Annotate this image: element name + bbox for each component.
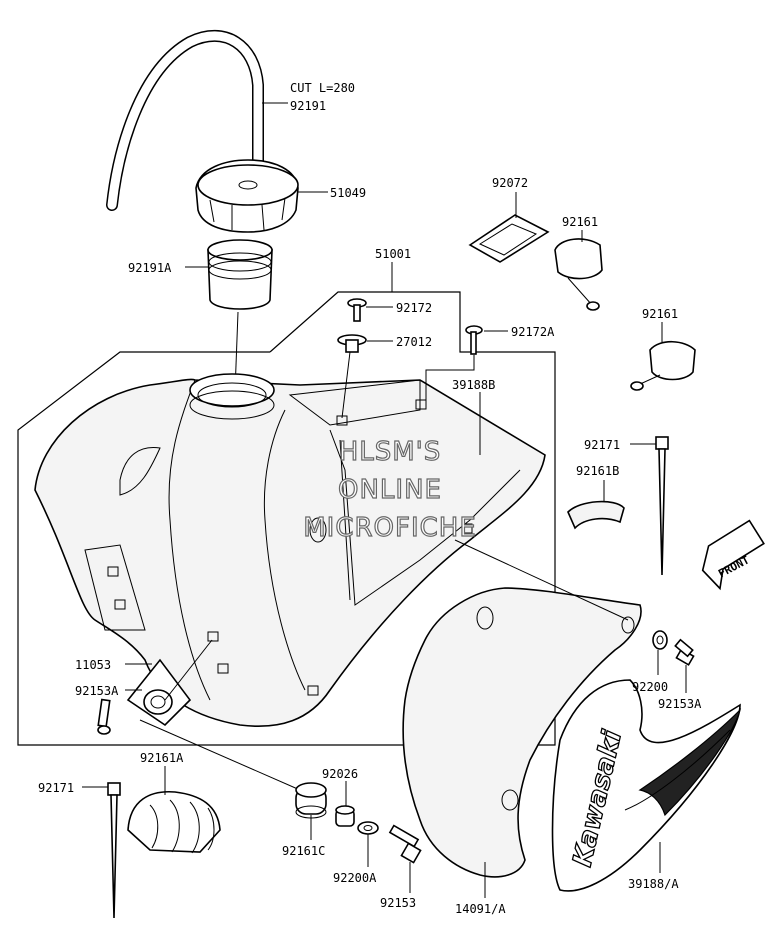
grommet-92161C (295, 782, 327, 819)
label-92153: 92153 (380, 896, 416, 910)
front-arrow: FRONT (701, 519, 765, 591)
fuel-cap (195, 159, 299, 233)
label-11053: 11053 (75, 658, 111, 672)
label-92161B: 92161B (576, 464, 619, 478)
cable-tie-left (107, 782, 121, 919)
fuel-tank (34, 373, 546, 728)
washer-92200A (357, 821, 379, 835)
watermark-line-3: MICROFICHE (303, 513, 477, 543)
label-92171-right: 92171 (584, 438, 620, 452)
clamp-92161B (567, 500, 625, 530)
watermark-line-2: ONLINE (338, 475, 442, 505)
label-92072: 92072 (492, 176, 528, 190)
clamp-92161-top (554, 238, 603, 311)
label-92161-mid: 92161 (642, 307, 678, 321)
label-92191: 92191 (290, 99, 326, 113)
label-cut-length: CUT L=280 (290, 81, 355, 95)
label-92161-top: 92161 (562, 215, 598, 229)
lead-tank-to-cover (454, 539, 629, 621)
washer-92200 (652, 630, 668, 650)
watermark: HLSM'S ONLINE MICROFICHE (303, 436, 477, 543)
bolt-92153A-right (674, 638, 695, 666)
assembly-bracket (17, 291, 556, 746)
decal-39188A: Kawasaki (551, 679, 742, 892)
collar-27012 (337, 334, 367, 353)
grommet-plate-11053 (126, 658, 192, 727)
bolt-92153 (388, 824, 422, 864)
label-92026: 92026 (322, 767, 358, 781)
label-92191A: 92191A (128, 261, 172, 275)
label-92172A: 92172A (511, 325, 555, 339)
label-92161A: 92161A (140, 751, 184, 765)
lead-bolt-to-tank (425, 355, 475, 405)
side-cover-14091A (402, 587, 642, 878)
strap-92072 (468, 214, 550, 263)
bolt-92153A-left (97, 698, 111, 735)
label-92171-left: 92171 (38, 781, 74, 795)
label-39188A: 39188/A (628, 877, 679, 891)
lead-collar-to-tank (341, 351, 351, 419)
label-92200A: 92200A (333, 871, 377, 885)
collar-92026 (335, 805, 355, 827)
bolt-92172 (347, 298, 367, 322)
label-92153A-left: 92153A (75, 684, 119, 698)
lead-grommet-to-tank (164, 639, 213, 701)
label-51001: 51001 (375, 247, 411, 261)
filler-neck (207, 239, 273, 310)
lead-grommet-to-92161C (139, 719, 301, 791)
bolt-92172A (465, 325, 483, 355)
cable-tie-right (655, 436, 669, 576)
label-39188B: 39188B (452, 378, 495, 392)
label-92200: 92200 (632, 680, 668, 694)
clamp-92161A (127, 790, 221, 854)
label-51049: 51049 (330, 186, 366, 200)
label-92161C: 92161C (282, 844, 325, 858)
clamp-92161-mid (630, 340, 696, 391)
label-27012: 27012 (396, 335, 432, 349)
label-92153A-right: 92153A (658, 697, 702, 711)
watermark-line-1: HLSM'S (339, 437, 442, 467)
label-92172: 92172 (396, 301, 432, 315)
label-14091A: 14091/A (455, 902, 506, 916)
